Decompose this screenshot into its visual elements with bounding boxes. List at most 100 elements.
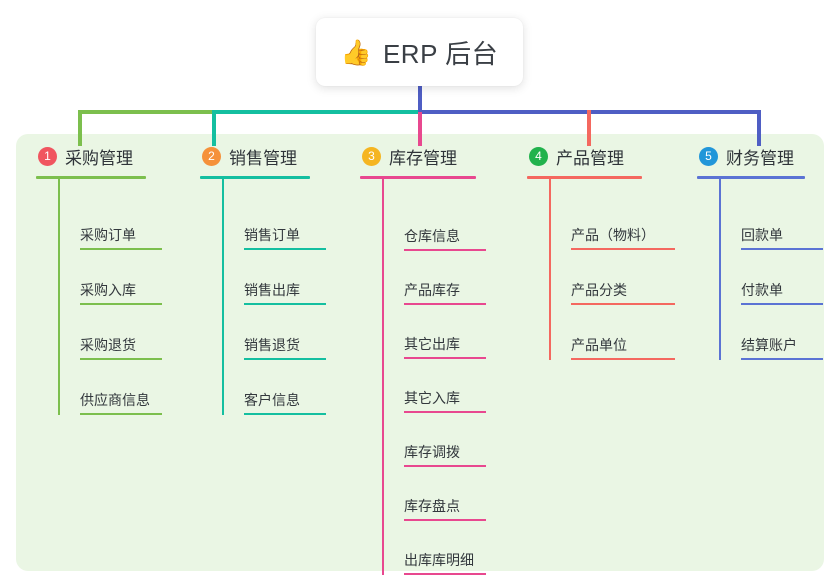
- connector-drop-1: [78, 110, 82, 146]
- branch-children-3: 仓库信息 产品库存 其它出库 其它入库 库存调拨 库存盘点: [382, 179, 515, 575]
- branch-children-5: 回款单 付款单 结算账户: [719, 179, 837, 360]
- leaf-node[interactable]: 库存调拨: [382, 413, 515, 467]
- branch-title-4: 产品管理: [556, 148, 624, 168]
- leaf-label: 结算账户: [741, 337, 797, 353]
- branch-children-1: 采购订单 采购入库 采购退货 供应商信息: [58, 179, 196, 415]
- branch-header-2[interactable]: 2 销售管理: [200, 142, 355, 170]
- leaf-node[interactable]: 其它出库: [382, 305, 515, 359]
- leaf-label: 仓库信息: [404, 228, 460, 244]
- leaf-label: 销售订单: [244, 227, 300, 243]
- leaf-label: 产品（物料）: [571, 227, 655, 243]
- leaf-node[interactable]: 供应商信息: [58, 360, 196, 415]
- connector-drop-5: [757, 110, 761, 146]
- connector-bus-segment-green: [78, 110, 214, 114]
- leaf-label: 客户信息: [244, 392, 300, 408]
- leaf-node[interactable]: 产品分类: [549, 250, 687, 305]
- branch-underline-4: [527, 176, 642, 179]
- root-node-card[interactable]: 👍 ERP 后台: [316, 18, 523, 86]
- branch-children-2: 销售订单 销售出库 销售退货 客户信息: [222, 179, 355, 415]
- leaf-underline: [80, 358, 162, 360]
- branch-header-3[interactable]: 3 库存管理: [360, 142, 515, 170]
- connector-root-stem: [418, 80, 422, 112]
- branch-column-5: 5 财务管理 回款单 付款单 结算账户: [697, 142, 837, 360]
- branch-title-3: 库存管理: [389, 148, 457, 168]
- leaf-underline: [741, 248, 823, 250]
- branch-title-1: 采购管理: [65, 148, 133, 168]
- leaf-underline: [571, 303, 675, 305]
- leaf-underline: [244, 303, 326, 305]
- leaf-node[interactable]: 产品库存: [382, 251, 515, 305]
- branch-index-badge-4: 4: [529, 146, 548, 166]
- branch-spine-1: [58, 179, 60, 415]
- root-node-title: ERP 后台: [382, 38, 499, 69]
- branch-index-badge-1: 1: [38, 146, 57, 166]
- branch-underline-1: [36, 176, 146, 179]
- leaf-underline: [404, 519, 486, 521]
- leaf-underline: [571, 248, 675, 250]
- leaf-label: 供应商信息: [80, 392, 150, 408]
- leaf-node[interactable]: 销售订单: [222, 195, 355, 250]
- branch-title-2: 销售管理: [229, 148, 297, 168]
- leaf-underline: [571, 358, 675, 360]
- leaf-label: 销售退货: [244, 337, 300, 353]
- leaf-underline: [404, 465, 486, 467]
- leaf-underline: [404, 303, 486, 305]
- leaf-label: 库存调拨: [404, 444, 460, 460]
- leaf-label: 销售出库: [244, 282, 300, 298]
- branch-column-3: 3 库存管理 仓库信息 产品库存 其它出库 其它入库 库存调拨: [360, 142, 515, 575]
- branch-column-2: 2 销售管理 销售订单 销售出库 销售退货 客户信息: [200, 142, 355, 415]
- branch-index-badge-2: 2: [202, 146, 221, 166]
- branch-column-1: 1 采购管理 采购订单 采购入库 采购退货 供应商信息: [36, 142, 196, 415]
- leaf-underline: [404, 411, 486, 413]
- branch-column-4: 4 产品管理 产品（物料） 产品分类 产品单位: [527, 142, 687, 360]
- leaf-node[interactable]: 库存盘点: [382, 467, 515, 521]
- leaf-node[interactable]: 销售退货: [222, 305, 355, 360]
- connector-bus-segment-teal: [214, 110, 420, 114]
- leaf-node[interactable]: 采购入库: [58, 250, 196, 305]
- leaf-underline: [404, 249, 486, 251]
- leaf-label: 采购退货: [80, 337, 136, 353]
- leaf-node[interactable]: 回款单: [719, 195, 837, 250]
- leaf-underline: [741, 358, 823, 360]
- branch-header-4[interactable]: 4 产品管理: [527, 142, 687, 170]
- branch-spine-5: [719, 179, 721, 360]
- leaf-label: 付款单: [741, 282, 783, 298]
- branch-children-4: 产品（物料） 产品分类 产品单位: [549, 179, 687, 360]
- leaf-node[interactable]: 客户信息: [222, 360, 355, 415]
- leaf-label: 库存盘点: [404, 498, 460, 514]
- diagram-panel-background: [16, 134, 824, 571]
- leaf-node[interactable]: 产品单位: [549, 305, 687, 360]
- connector-drop-2: [212, 110, 216, 146]
- leaf-node[interactable]: 出库库明细: [382, 521, 515, 575]
- leaf-label: 产品分类: [571, 282, 627, 298]
- branch-index-badge-5: 5: [699, 146, 718, 166]
- branch-header-1[interactable]: 1 采购管理: [36, 142, 196, 170]
- leaf-node[interactable]: 结算账户: [719, 305, 837, 360]
- connector-drop-3: [418, 110, 422, 146]
- leaf-label: 其它入库: [404, 390, 460, 406]
- leaf-node[interactable]: 采购订单: [58, 195, 196, 250]
- branch-underline-5: [697, 176, 805, 179]
- thumbs-up-icon: 👍: [340, 37, 372, 67]
- branch-header-5[interactable]: 5 财务管理: [697, 142, 837, 170]
- branch-title-5: 财务管理: [726, 148, 794, 168]
- leaf-underline: [244, 413, 326, 415]
- leaf-underline: [741, 303, 823, 305]
- branch-spine-2: [222, 179, 224, 415]
- leaf-label: 采购入库: [80, 282, 136, 298]
- leaf-label: 出库库明细: [404, 552, 474, 568]
- branch-underline-2: [200, 176, 310, 179]
- leaf-node[interactable]: 产品（物料）: [549, 195, 687, 250]
- branch-spine-3: [382, 179, 384, 575]
- leaf-node[interactable]: 仓库信息: [382, 197, 515, 251]
- leaf-label: 其它出库: [404, 336, 460, 352]
- leaf-node[interactable]: 付款单: [719, 250, 837, 305]
- leaf-underline: [80, 413, 162, 415]
- leaf-node[interactable]: 销售出库: [222, 250, 355, 305]
- leaf-node[interactable]: 其它入库: [382, 359, 515, 413]
- leaf-label: 产品单位: [571, 337, 627, 353]
- connector-drop-4: [587, 110, 591, 146]
- leaf-node[interactable]: 采购退货: [58, 305, 196, 360]
- leaf-label: 产品库存: [404, 282, 460, 298]
